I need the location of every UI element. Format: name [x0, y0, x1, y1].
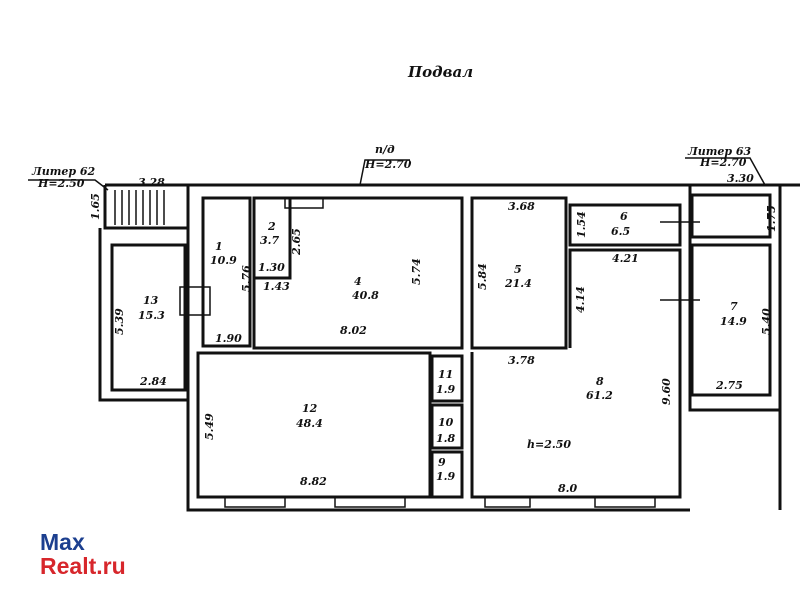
room-area: 1.9: [436, 383, 455, 396]
room-area: 1.9: [436, 470, 455, 483]
dimension: 8.02: [340, 324, 367, 337]
dimension: 1.54: [575, 211, 588, 238]
dimension-labels: 3.28 1.65 5.39 2.84 5.76 1.90 2.65 1.30 …: [89, 172, 778, 495]
dimension: 1.30: [258, 261, 285, 274]
dimension: 3.78: [508, 354, 535, 367]
dimension: 2.75: [715, 379, 743, 392]
liter62-label: Литер 62: [31, 165, 96, 178]
room-area: 6.5: [611, 225, 630, 238]
ceiling-height: h=2.50: [527, 438, 571, 451]
watermark-line1: Max: [40, 529, 85, 555]
room-area: 3.7: [260, 234, 279, 247]
room-area: 48.4: [296, 417, 323, 430]
liter62-height: H=2.50: [37, 177, 85, 190]
room-2: [252, 196, 292, 280]
room-4: [252, 196, 464, 350]
room-5: [470, 196, 568, 350]
dimension: 1.90: [215, 332, 242, 345]
room-12: [196, 351, 432, 499]
room-number: 7: [730, 300, 738, 313]
dimension: 1.65: [89, 193, 102, 220]
liter63-height: H=2.70: [699, 156, 747, 169]
room-area: 10.9: [210, 254, 237, 267]
dimension: 9.60: [660, 378, 673, 405]
room-9: [430, 450, 464, 499]
dimension: 5.76: [240, 265, 253, 292]
watermark-logo: Max Realt.ru: [40, 530, 126, 578]
watermark-line2: Realt.ru: [40, 553, 126, 579]
room-number: 2: [267, 220, 276, 233]
dimension: 2.84: [139, 375, 167, 388]
liter63-label: Литер 63: [687, 145, 752, 158]
walls: [28, 157, 800, 512]
dimension: 4.14: [574, 286, 587, 313]
room-area: 40.8: [352, 289, 379, 302]
room-number: 5: [514, 263, 522, 276]
dimension: 3.30: [727, 172, 754, 185]
room-number: 8: [596, 375, 604, 388]
room-number: 11: [438, 368, 453, 381]
room-6: [568, 203, 682, 247]
dimension: 5.49: [203, 413, 216, 440]
dimension: 8.0: [558, 482, 577, 495]
dimension: 2.65: [290, 228, 303, 256]
dimension: 1.75: [765, 205, 778, 232]
room-area: 14.9: [720, 315, 747, 328]
room-10: [430, 403, 464, 450]
room-number: 12: [302, 402, 318, 415]
dimension: 8.82: [300, 475, 327, 488]
dimension: 5.40: [760, 308, 773, 335]
room-area: 15.3: [138, 309, 165, 322]
dimension: 5.84: [476, 263, 489, 290]
plan-title: Подвал: [407, 63, 473, 81]
dimension: 4.21: [612, 252, 639, 265]
dimension: 5.74: [410, 258, 423, 285]
room-area: 61.2: [586, 389, 613, 402]
room-number: 4: [354, 275, 362, 288]
pd-height: H=2.70: [364, 158, 412, 171]
room-13: [110, 243, 187, 392]
dimension: 5.39: [113, 308, 126, 335]
room-1: [201, 196, 252, 348]
dimension: 1.43: [263, 280, 290, 293]
room-number: 6: [620, 210, 628, 223]
pd-label: п/д: [375, 143, 395, 156]
room-7: [690, 243, 772, 397]
room-area: 21.4: [504, 277, 532, 290]
room-area: 1.8: [436, 432, 455, 445]
dimension: 3.68: [508, 200, 535, 213]
room-labels: 1 10.9 2 3.7 4 40.8 5 21.4 6 6.5 7 14.9 …: [138, 210, 747, 483]
room-11: [430, 354, 464, 403]
room-number: 13: [143, 294, 159, 307]
room-number: 9: [438, 456, 446, 469]
room-8: [470, 248, 682, 499]
dimension: 3.28: [138, 176, 165, 189]
room-number: 1: [215, 240, 223, 253]
room-number: 10: [438, 416, 454, 429]
